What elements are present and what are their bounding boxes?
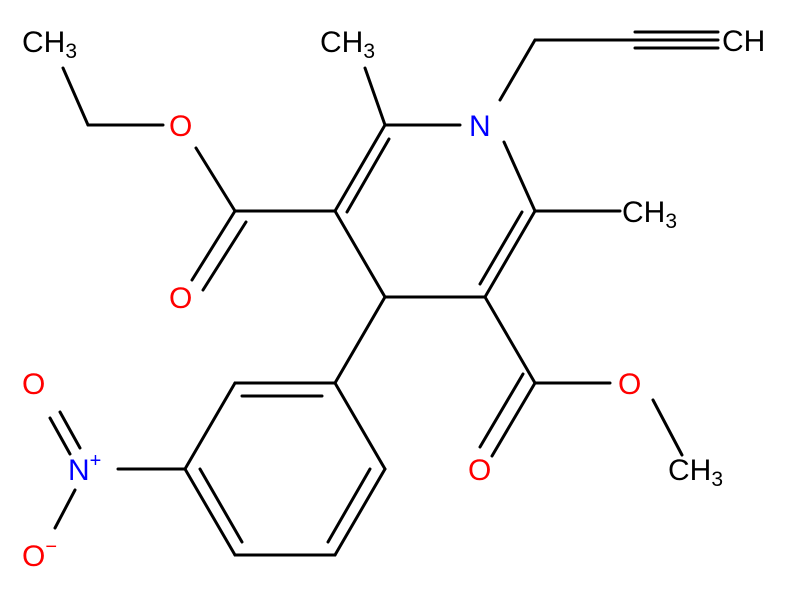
bond-carbonyl-left-double-a [190, 209, 237, 282]
bond-ethyl-ch3-ch2 [61, 66, 90, 127]
label-n-ring: N [469, 110, 491, 143]
label-o-carbonyl-left: O [169, 282, 192, 315]
label-n-nitro: N+ [68, 450, 101, 487]
bond-c2-ch3 [363, 66, 387, 127]
bond-c3-c2 [333, 123, 387, 213]
bond-carbonyl-right-double-b [478, 372, 525, 449]
bond-c6-c5 [483, 209, 537, 299]
bond-n1-ch2 [498, 38, 537, 102]
bond-ph-c5-c6 [333, 467, 387, 557]
bond-c4-c3 [333, 209, 387, 299]
bond-o-carbonyl-c-left [194, 146, 237, 213]
bond-carbonyl-right-double-a [490, 381, 537, 458]
bond-c5-carbonyl-c [483, 295, 537, 385]
bond-n1-c6 [502, 140, 537, 213]
label-ch3-ethyl: CH3 [22, 26, 77, 63]
bond-nitro-n-o-bottom [53, 488, 77, 530]
bond-ph-c3-c4 [183, 467, 237, 557]
label-o-carbonyl-right: O [468, 454, 491, 487]
label-o-ethyl-ester: O [169, 110, 192, 143]
label-alkyne-ch: CH [722, 25, 765, 58]
bond-nitro-n-o-top-a [58, 410, 82, 450]
bond-c3-c2-inner [345, 137, 391, 214]
bond-o-ch3 [651, 398, 684, 457]
bond-ph-c3-c4-inner [198, 467, 244, 544]
label-o-nitro-bottom: O− [22, 536, 57, 573]
label-ch3-top: CH3 [320, 26, 375, 63]
label-ch3-methyl-ester: CH3 [668, 454, 723, 491]
bond-nitro-n-o-top-b [48, 416, 72, 456]
label-ch3-right: CH3 [622, 196, 677, 233]
bond-ph-c5-c6-inner [326, 467, 372, 544]
bond-ph-c6-c1 [333, 381, 387, 471]
bond-carbonyl-left-double-b [201, 220, 248, 292]
bond-ph-c2-c3 [183, 381, 237, 471]
label-o-nitro-top: O [22, 368, 45, 401]
bond-c4-ph-c1 [333, 295, 387, 385]
bond-c6-c5-inner [478, 210, 524, 286]
bonds [48, 30, 720, 557]
label-o-methyl-ester: O [618, 368, 641, 401]
atom-labels: CH3 CH3 CH CH3 CH3 O O O O N N+ O O− [22, 25, 765, 573]
